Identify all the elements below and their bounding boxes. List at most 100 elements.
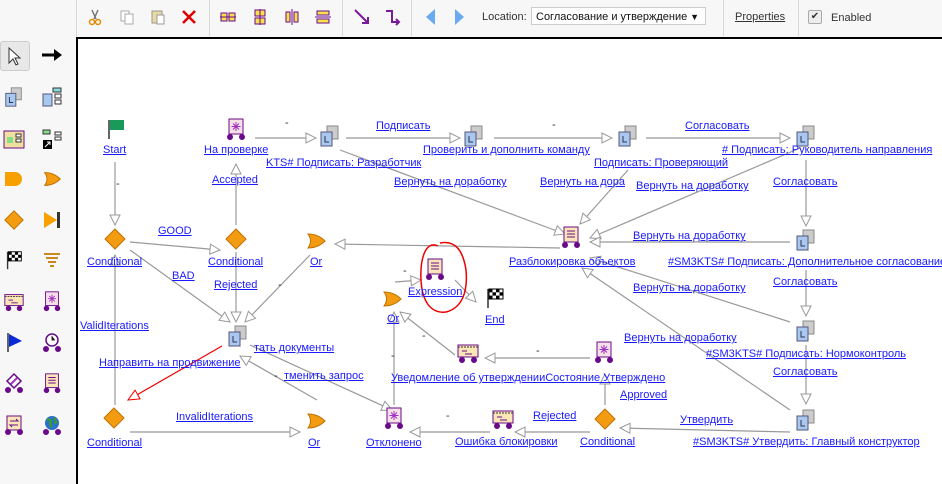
or-node[interactable] xyxy=(304,229,328,253)
event-node-sostoyanie[interactable] xyxy=(592,340,616,364)
elbow-connector-button[interactable] xyxy=(382,6,404,28)
node-label[interactable]: #SM3KTS# Утвердить: Главный конструктор xyxy=(693,436,920,448)
enabled-checkbox[interactable]: ✔ xyxy=(808,10,822,24)
edge-label[interactable]: Вернуть на доработку xyxy=(636,180,749,192)
or-node[interactable] xyxy=(380,287,404,311)
conditional-node[interactable] xyxy=(102,406,126,430)
task-tool[interactable] xyxy=(0,83,28,111)
end-flow-tool[interactable] xyxy=(38,206,66,234)
notification-node-oshibka[interactable] xyxy=(491,406,515,430)
task-node-normokontrol[interactable] xyxy=(794,319,818,343)
event-node-na-proverke[interactable] xyxy=(224,117,248,141)
edge-label[interactable]: Вернуть на дора xyxy=(540,176,625,188)
node-label[interactable]: Expression xyxy=(408,286,463,298)
event-node-otkloneno[interactable] xyxy=(382,406,406,430)
edge-label[interactable]: ValidIterations xyxy=(80,320,149,332)
or-node[interactable] xyxy=(304,409,328,433)
expression-node-razblokirovka[interactable] xyxy=(559,225,583,249)
conditional-node[interactable] xyxy=(224,227,248,251)
decision-event-tool[interactable] xyxy=(0,369,28,397)
task-node-proveryayushchiy[interactable] xyxy=(616,124,640,148)
task-node-rukovoditel[interactable] xyxy=(794,124,818,148)
task-node-dop-soglasovanie[interactable] xyxy=(794,228,818,252)
node-label[interactable]: Проверить и дополнить команду xyxy=(423,144,590,156)
node-label[interactable]: Направить на продвижение xyxy=(99,357,241,369)
start-flag-tool[interactable] xyxy=(0,328,28,356)
node-label[interactable]: KTS# Подписать: Разработчик xyxy=(266,157,422,169)
node-label[interactable]: Уведомление об утвержденииСостояние Утве… xyxy=(391,372,666,384)
node-label[interactable]: Conditional xyxy=(580,436,636,448)
node-label[interactable]: # Подписать: Руководитель направления xyxy=(722,144,933,156)
notification-tool[interactable] xyxy=(0,287,28,315)
node-label[interactable]: #SM3KTS# Подписать: Нормоконтроль xyxy=(706,348,907,360)
filter-tool[interactable] xyxy=(38,246,66,274)
edge-label[interactable]: Вернуть на доработку xyxy=(633,282,746,294)
align-center-button[interactable] xyxy=(249,6,271,28)
back-button[interactable] xyxy=(420,6,442,28)
node-label[interactable]: Or xyxy=(387,313,400,325)
node-label[interactable]: Or xyxy=(310,256,323,268)
node-label[interactable]: Start xyxy=(103,144,127,156)
align-horizontal-button[interactable] xyxy=(217,6,239,28)
copy-button[interactable] xyxy=(116,6,138,28)
task-node-proverit[interactable] xyxy=(462,124,486,148)
subprocess-tool[interactable] xyxy=(38,83,66,111)
conditional-node[interactable] xyxy=(593,407,617,431)
node-label[interactable]: Отклонено xyxy=(366,437,422,449)
properties-link[interactable]: Properties xyxy=(735,11,786,23)
edge-label[interactable]: Вернуть на доработку xyxy=(633,230,746,242)
event-tool[interactable] xyxy=(38,287,66,315)
node-label[interactable]: Conditional xyxy=(208,256,264,268)
node-label[interactable]: На проверке xyxy=(204,144,269,156)
edge-label[interactable]: GOOD xyxy=(158,225,192,237)
node-label[interactable]: Or xyxy=(308,437,321,449)
node-label[interactable]: Conditional xyxy=(87,437,143,449)
edge-label[interactable]: Accepted xyxy=(212,174,258,186)
align-vertical-button[interactable] xyxy=(281,6,303,28)
align-middle-button[interactable] xyxy=(312,6,334,28)
expression-tool[interactable] xyxy=(38,369,66,397)
edge-label[interactable]: Подписать xyxy=(376,120,431,132)
edge-label[interactable]: Согласовать xyxy=(773,366,838,378)
node-label[interactable]: End xyxy=(485,314,505,326)
transform-tool[interactable] xyxy=(0,411,28,439)
linked-subprocess-tool[interactable] xyxy=(38,125,66,153)
edge-label[interactable]: Согласовать xyxy=(773,276,838,288)
node-label[interactable]: тать документы xyxy=(254,342,335,354)
edge-label[interactable]: Согласовать xyxy=(685,120,750,132)
location-select[interactable]: Согласование и утверждение▼ xyxy=(531,7,706,25)
edge-label[interactable]: Rejected xyxy=(214,279,258,291)
edge-label[interactable]: Вернуть на доработку xyxy=(394,176,507,188)
pointer-tool[interactable] xyxy=(0,41,30,71)
edge-label[interactable]: InvalidIterations xyxy=(176,411,254,423)
start-node[interactable] xyxy=(104,117,128,141)
node-label[interactable]: #SM3KTS# Подписать: Дополнительное согла… xyxy=(668,256,942,268)
edge-label[interactable]: Утвердить xyxy=(680,414,734,426)
cut-button[interactable] xyxy=(84,6,106,28)
timer-tool[interactable] xyxy=(38,328,66,356)
and-gate-tool[interactable] xyxy=(0,165,28,193)
conditional-node[interactable] xyxy=(103,227,127,251)
node-label[interactable]: Разблокировка объектов xyxy=(509,256,636,268)
edge-label[interactable]: BAD xyxy=(172,270,195,282)
task-node-documents[interactable] xyxy=(226,324,250,348)
node-label[interactable]: Ошибка блокировки xyxy=(455,436,558,448)
web-service-tool[interactable] xyxy=(38,411,66,439)
expression-node[interactable] xyxy=(423,257,447,281)
straight-connector-button[interactable] xyxy=(351,6,373,28)
paste-button[interactable] xyxy=(147,6,169,28)
edge-label[interactable]: Согласовать xyxy=(773,176,838,188)
node-label[interactable]: Conditional xyxy=(87,256,143,268)
edge-label[interactable]: тменить запрос xyxy=(284,370,364,382)
task-node-glavny[interactable] xyxy=(794,408,818,432)
or-gate-tool[interactable] xyxy=(38,165,66,193)
task-node-razrabotchik[interactable] xyxy=(318,124,342,148)
forward-button[interactable] xyxy=(448,6,470,28)
edge-label[interactable]: Rejected xyxy=(533,410,577,422)
folder-subprocess-tool[interactable] xyxy=(0,125,28,153)
edge-label[interactable]: Approved xyxy=(620,389,668,401)
notification-node-uvedomlenie[interactable] xyxy=(456,340,480,364)
node-label[interactable]: Подписать: Проверяющий xyxy=(594,157,729,169)
edge-label[interactable]: Вернуть на доработку xyxy=(624,332,737,344)
conditional-tool[interactable] xyxy=(0,206,28,234)
